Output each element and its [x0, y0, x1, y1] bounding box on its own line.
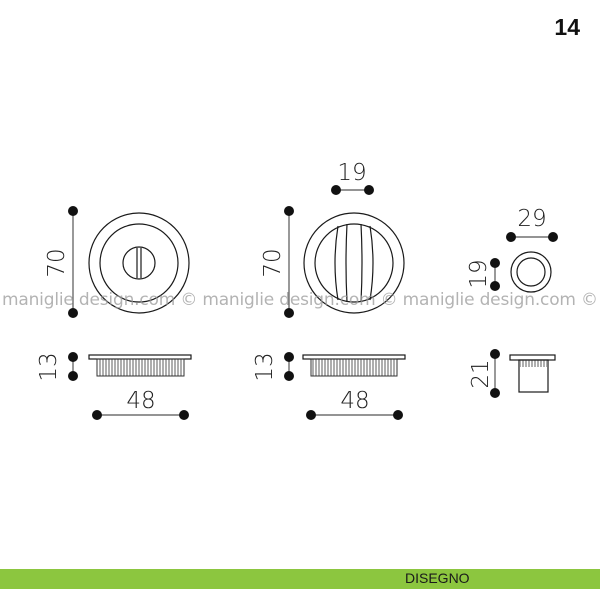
knob-depth-dimension: 21: [468, 349, 500, 398]
dim-label: 19: [337, 160, 366, 186]
dim-label: 21: [468, 359, 494, 388]
knob-front: [510, 251, 552, 293]
left-width-dimension: 48: [92, 388, 189, 420]
left-thickness-dimension: 13: [36, 352, 78, 382]
dim-label: 48: [340, 388, 369, 414]
knob-side-view: [509, 354, 556, 393]
page-number: 14: [554, 14, 580, 40]
middle-side-view: [302, 354, 406, 377]
footer-bar: DISEGNO: [0, 569, 600, 589]
dim-label: 48: [126, 388, 155, 414]
middle-height-dimension: 70: [260, 206, 294, 318]
middle-grip-dimension: 19: [331, 160, 374, 195]
dim-label: 70: [260, 248, 286, 277]
dim-label: 29: [517, 206, 546, 232]
middle-width-dimension: 48: [306, 388, 403, 420]
dim-label: 19: [466, 259, 492, 288]
knob-diameter-dimension: 29: [506, 206, 558, 242]
left-escutcheon-front: [88, 212, 190, 314]
dim-label: 70: [44, 248, 70, 277]
middle-thickness-dimension: 13: [252, 352, 294, 382]
left-side-view: [88, 354, 192, 377]
dim-label: 13: [252, 352, 278, 381]
left-height-dimension: 70: [44, 206, 78, 318]
footer-label: DISEGNO: [405, 570, 470, 586]
watermark: maniglie design.com © maniglie design.co…: [2, 290, 598, 310]
knob-inner-dimension: 19: [466, 258, 500, 291]
dim-label: 13: [36, 352, 62, 381]
middle-grip-front: [303, 212, 405, 314]
